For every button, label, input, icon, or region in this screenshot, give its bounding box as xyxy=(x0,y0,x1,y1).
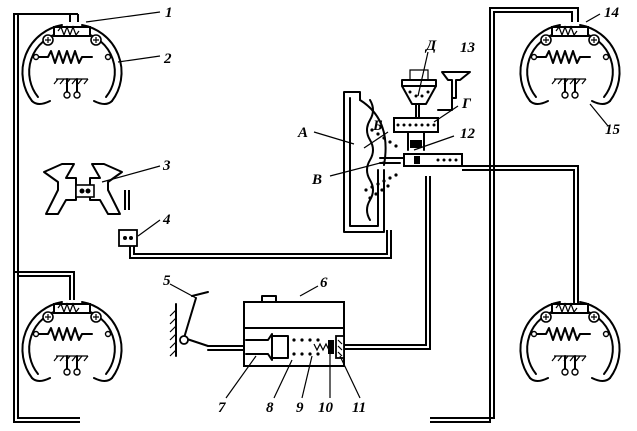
wheel-brake-front-right xyxy=(519,24,621,105)
callout-3: 3 xyxy=(162,158,171,174)
vacuum-booster xyxy=(343,69,471,233)
callout-9: 9 xyxy=(296,400,304,416)
master-cylinder xyxy=(243,295,345,367)
callout-5: 5 xyxy=(163,273,171,289)
callout-V: В xyxy=(311,172,322,188)
callout-B: Б xyxy=(372,118,383,134)
callout-G: Г xyxy=(461,96,472,112)
leader-lines xyxy=(85,11,609,399)
callout-6: 6 xyxy=(320,275,328,291)
callout-10: 10 xyxy=(318,400,334,416)
callout-1: 1 xyxy=(165,5,173,21)
callout-7: 7 xyxy=(218,400,226,416)
vacuum-line xyxy=(129,230,392,259)
check-valve xyxy=(118,229,138,247)
callout-14: 14 xyxy=(604,5,620,21)
callout-D: Д xyxy=(424,38,437,54)
callout-15: 15 xyxy=(605,122,621,138)
callout-12: 12 xyxy=(460,126,476,142)
brake-line-rear xyxy=(462,165,579,305)
callout-13: 13 xyxy=(460,40,476,56)
callout-11: 11 xyxy=(352,400,366,416)
callout-4: 4 xyxy=(162,212,171,228)
callout-8: 8 xyxy=(266,400,274,416)
callout-A: А xyxy=(297,125,308,141)
brake-line-front-left xyxy=(69,14,79,22)
wheel-brake-rear-left xyxy=(21,301,123,382)
brake-pedal xyxy=(169,291,247,357)
wheel-brake-front-left xyxy=(21,24,123,105)
callout-2: 2 xyxy=(163,51,172,67)
intake-manifold xyxy=(43,163,123,215)
brake-line-right xyxy=(430,7,579,423)
wheel-brake-rear-right xyxy=(519,301,621,382)
